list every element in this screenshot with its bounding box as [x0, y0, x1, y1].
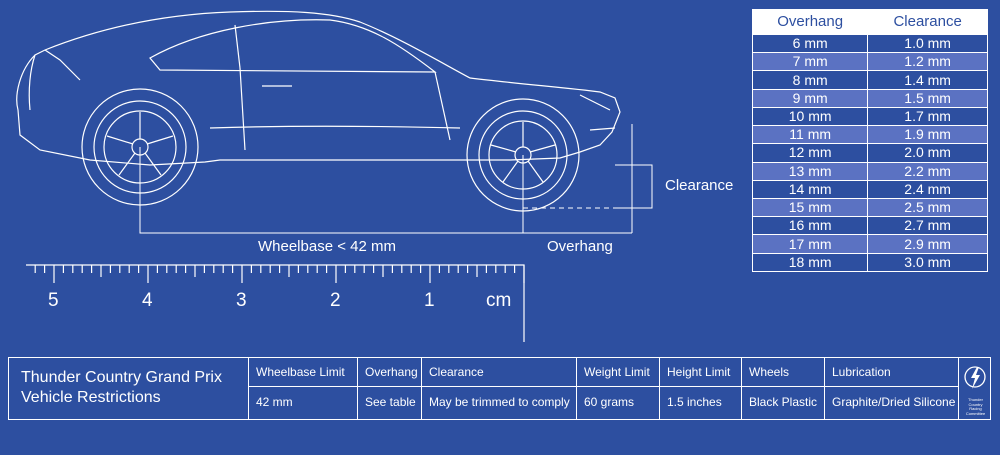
spec-value: Black Plastic: [749, 395, 818, 409]
car-door-line: [239, 67, 451, 151]
spec-height-limit: Height Limit 1.5 inches: [660, 358, 742, 419]
clearance-cell: 1.2 mm: [867, 52, 988, 72]
spec-header: Overhang: [358, 358, 421, 387]
overhang-cell: 8 mm: [751, 70, 869, 90]
clearance-cell: 2.2 mm: [867, 161, 988, 181]
clearance-cell: 2.5 mm: [867, 197, 988, 218]
spec-weight-limit: Weight Limit 60 grams: [577, 358, 660, 419]
clearance-label: Clearance: [665, 177, 734, 194]
overhang-cell: 6 mm: [751, 33, 869, 54]
overhang-cell: 14 mm: [751, 179, 869, 199]
ruler-number-4: 4: [142, 290, 153, 311]
logo-text-line: Committee: [965, 410, 986, 416]
car-body-outline: [16, 10, 621, 166]
title-block-title: Thunder Country Grand Prix Vehicle Restr…: [9, 358, 249, 419]
title-line-1: Thunder Country Grand Prix: [21, 369, 222, 386]
spec-value: See table: [365, 395, 416, 409]
spec-lubrication: Lubrication Graphite/Dried Silicone: [825, 358, 959, 419]
clearance-cell: 2.7 mm: [867, 216, 988, 236]
logo-text-line: Thunder: [968, 397, 983, 402]
spec-value: Graphite/Dried Silicone: [832, 395, 956, 409]
wheelbase-label: Wheelbase < 42 mm: [258, 238, 396, 255]
overhang-cell: 9 mm: [751, 88, 869, 108]
ruler: [26, 264, 525, 342]
car-window-outline: [149, 19, 437, 73]
spec-header: Weight Limit: [577, 358, 659, 387]
spec-value: May be trimmed to comply: [429, 395, 570, 409]
front-spokes: [490, 122, 556, 183]
clearance-cell: 2.4 mm: [867, 179, 988, 199]
car-window-divider: [234, 24, 241, 69]
overhang-cell: 13 mm: [751, 161, 869, 181]
spec-value: 60 grams: [584, 395, 635, 409]
lightning-bolt-icon: [964, 366, 986, 389]
spec-value: 42 mm: [256, 395, 293, 409]
clearance-cell: 2.9 mm: [867, 234, 988, 254]
logo-text-line: Country: [968, 401, 983, 407]
clearance-cell: 1.4 mm: [867, 70, 988, 90]
overhang-cell: 11 mm: [751, 125, 869, 145]
spec-wheels: Wheels Black Plastic: [742, 358, 825, 419]
wheelbase-line: [139, 147, 632, 234]
spec-overhang: Overhang See table: [358, 358, 422, 419]
ruler-unit: cm: [486, 290, 512, 311]
car-side-crease: [209, 125, 461, 129]
title-block: Thunder Country Grand Prix Vehicle Restr…: [8, 357, 991, 420]
title-line-2: Vehicle Restrictions: [21, 389, 161, 406]
spec-header: Lubrication: [825, 358, 958, 387]
clearance-cell: 1.5 mm: [867, 88, 988, 108]
ruler-number-1: 1: [424, 290, 435, 311]
overhang-cell: 12 mm: [751, 143, 869, 163]
clearance-cell: 2.0 mm: [867, 143, 988, 163]
rear-spokes: [106, 112, 174, 176]
ruler-number-5: 5: [48, 290, 59, 311]
spec-header: Wheelbase Limit: [249, 358, 357, 387]
spec-header: Height Limit: [660, 358, 741, 387]
overhang-label: Overhang: [547, 238, 613, 255]
clearance-cell: 1.0 mm: [867, 33, 988, 54]
overhang-cell: 7 mm: [751, 52, 869, 72]
clearance-bracket: [615, 164, 653, 209]
spec-header: Clearance: [422, 358, 576, 387]
table-header-clearance: Clearance: [867, 9, 988, 35]
committee-logo: Thunder Country Racing Committee: [959, 358, 992, 419]
overhang-cell: 15 mm: [751, 197, 869, 218]
spec-wheelbase-limit: Wheelbase Limit 42 mm: [249, 358, 358, 419]
overhang-cell: 10 mm: [751, 106, 869, 127]
ruler-number-2: 2: [330, 290, 341, 311]
table-header-overhang: Overhang: [752, 9, 868, 35]
logo-text-line: Racing: [969, 406, 982, 411]
car-rear-detail: [28, 49, 81, 111]
clearance-cell: 1.7 mm: [867, 106, 988, 127]
logo-text: Thunder Country Racing Committee: [959, 397, 992, 416]
ruler-number-3: 3: [236, 290, 247, 311]
overhang-cell: 18 mm: [751, 252, 869, 273]
clearance-cell: 1.9 mm: [867, 125, 988, 145]
overhang-cell: 16 mm: [751, 216, 869, 236]
spec-value: 1.5 inches: [667, 395, 722, 409]
clearance-cell: 3.0 mm: [867, 252, 988, 273]
overhang-cell: 17 mm: [751, 234, 869, 254]
spec-header: Wheels: [742, 358, 824, 387]
car-front-detail: [579, 94, 616, 131]
spec-clearance: Clearance May be trimmed to comply: [422, 358, 577, 419]
